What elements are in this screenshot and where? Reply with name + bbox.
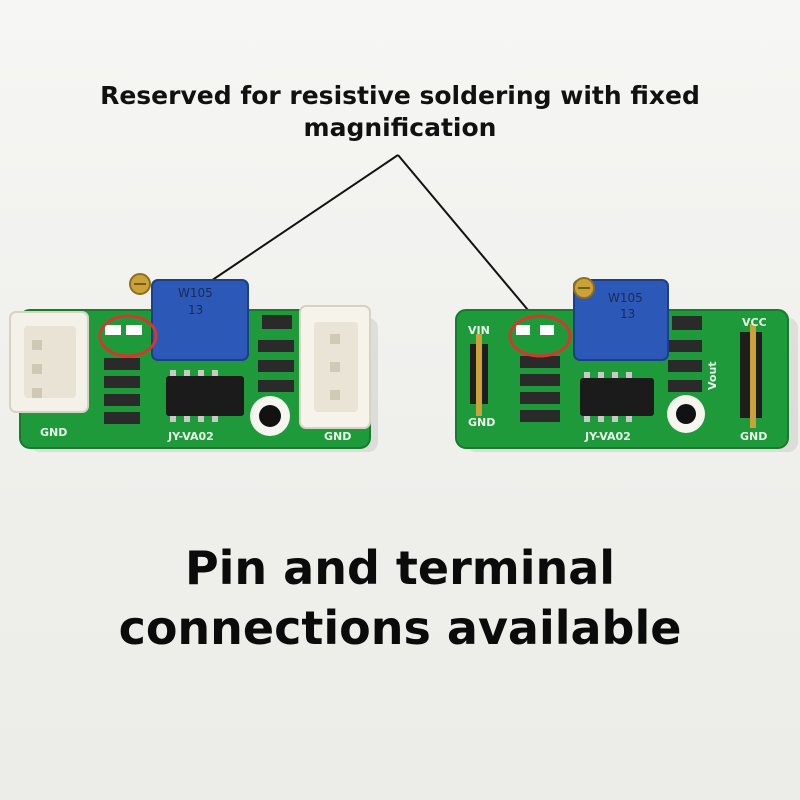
- right-vin-label: VIN: [468, 324, 490, 337]
- left-board: W105 13 GND GND JY-VA02: [9, 273, 378, 452]
- right-pot-label-top: W105: [608, 291, 643, 305]
- top-caption: Reserved for resistive soldering with fi…: [100, 81, 700, 142]
- right-pot-label-bottom: 13: [620, 307, 635, 321]
- right-smd-components: [516, 316, 702, 422]
- right-pin-header-right: [740, 324, 762, 428]
- bottom-caption: Pin and terminal connections available: [118, 541, 682, 655]
- right-highlight-circle: [508, 314, 572, 358]
- right-mounting-hole: [667, 395, 705, 433]
- right-gnd-label-left: GND: [468, 416, 495, 429]
- right-vout-label: Vout: [706, 361, 719, 390]
- left-gnd-label-right: GND: [324, 430, 351, 443]
- pointer-line-right: [397, 154, 539, 323]
- left-gnd-label-left: GND: [40, 426, 67, 439]
- right-gnd-label-right: GND: [740, 430, 767, 443]
- left-pot-label-top: W105: [178, 286, 213, 300]
- left-terminal-connector-b: [299, 305, 371, 429]
- left-pot-label-bottom: 13: [188, 303, 203, 317]
- left-highlight-circle: [98, 314, 158, 358]
- right-pcb-label: JY-VA02: [584, 430, 631, 443]
- right-pin-header-left: [470, 334, 488, 416]
- right-board: W105 13 VIN GND VCC GND JY-VA02 Vout: [455, 277, 798, 452]
- left-opamp-ic: [166, 370, 244, 422]
- left-potentiometer: W105 13: [129, 273, 249, 361]
- right-potentiometer: W105 13: [573, 277, 669, 361]
- left-terminal-connector-a: [9, 311, 89, 413]
- right-vcc-label: VCC: [742, 316, 767, 329]
- right-opamp-ic: [580, 372, 654, 422]
- left-smd-components: [104, 315, 294, 424]
- left-mounting-hole: [250, 396, 290, 436]
- left-pcb-label: JY-VA02: [167, 430, 214, 443]
